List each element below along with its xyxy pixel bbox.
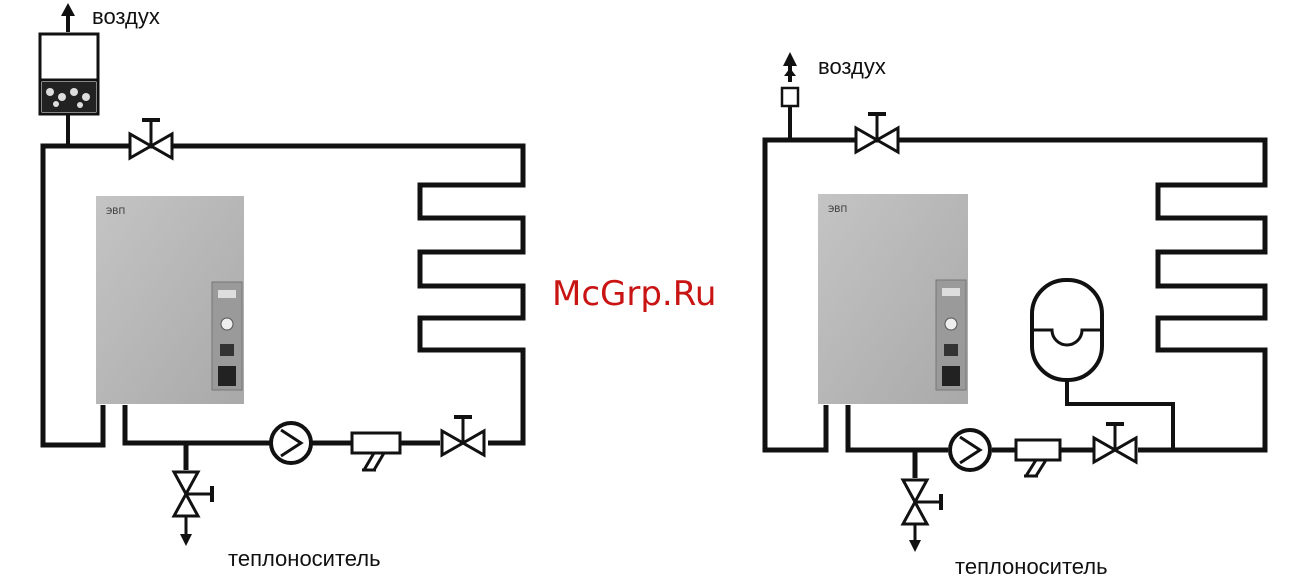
shutoff-valve-icon (1092, 422, 1138, 465)
strainer-filter-icon (1014, 438, 1062, 478)
air-label: воздух (92, 4, 160, 29)
circulation-pump-icon (948, 428, 992, 472)
air-vent-arrow-icon (783, 52, 797, 82)
electric-boiler: ЭВП (818, 194, 968, 404)
return-pipe (845, 405, 948, 453)
shutoff-valve-icon (128, 118, 174, 161)
watermark: McGrp.Ru (552, 274, 716, 314)
drain-valve-icon (900, 478, 943, 552)
coolant-label: теплоноситель (228, 546, 381, 571)
shutoff-valve-icon (854, 112, 900, 155)
boiler-badge: ЭВП (828, 205, 847, 215)
air-label: воздух (818, 54, 886, 79)
coolant-label: теплоноситель (955, 554, 1108, 579)
supply-pipe (762, 137, 1268, 453)
right-scheme: воздух ЭВП (762, 52, 1268, 579)
air-vent-device (780, 86, 800, 140)
drain-valve-icon (171, 470, 214, 546)
circulation-pump-icon (269, 421, 313, 465)
return-pipe (122, 405, 270, 446)
air-separator-device (38, 32, 100, 146)
electric-boiler: ЭВП (96, 196, 244, 404)
strainer-filter-icon (350, 431, 402, 472)
expansion-tank-icon (1030, 278, 1175, 450)
air-vent-arrow-icon (61, 3, 75, 32)
shutoff-valve-icon (440, 415, 486, 458)
supply-pipe (40, 143, 526, 448)
boiler-badge: ЭВП (106, 207, 125, 217)
left-scheme: воздух ЭВП (38, 3, 526, 571)
